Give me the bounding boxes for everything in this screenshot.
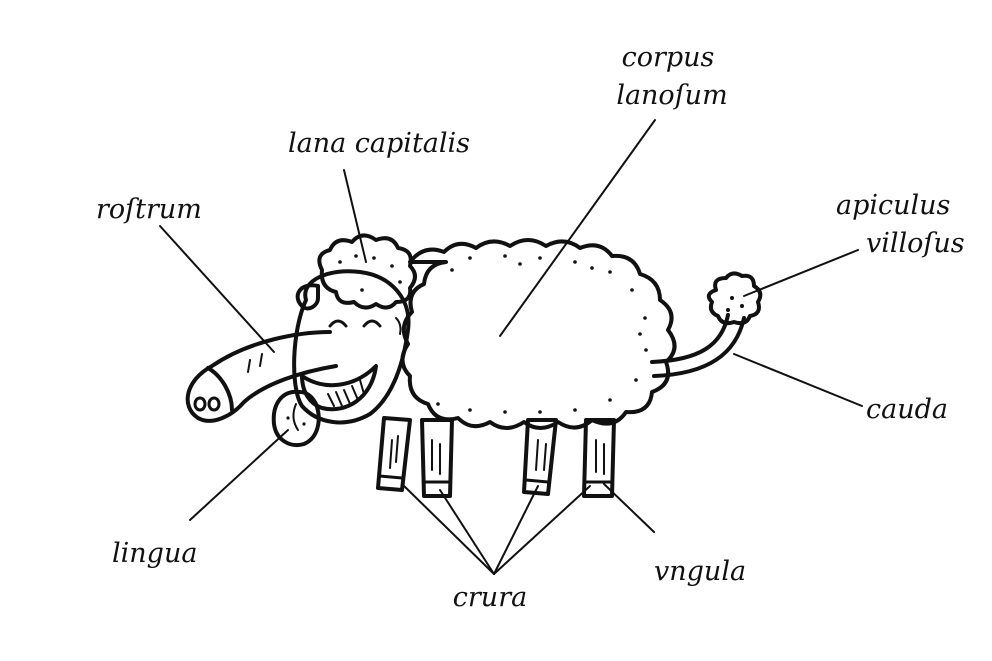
leader-apiculus xyxy=(743,249,859,297)
leader-crura-1 xyxy=(401,483,495,575)
labels: corpus lanoſum lana capitalis roſtrum ap… xyxy=(96,42,965,613)
leader-rostrum xyxy=(159,225,275,353)
leader-crura-3 xyxy=(493,485,539,575)
label-lana-capitalis: lana capitalis xyxy=(288,128,470,159)
leader-corpus xyxy=(499,119,656,337)
leader-crura-2 xyxy=(439,489,495,575)
leader-lingua xyxy=(189,429,289,521)
woolly-body xyxy=(400,238,677,430)
leader-lines xyxy=(159,119,863,575)
label-crura: crura xyxy=(453,582,527,613)
label-apiculus-line1: apiculus xyxy=(836,190,950,221)
leader-lana-capitalis xyxy=(343,169,367,263)
label-corpus-line1: corpus xyxy=(622,42,715,73)
label-apiculus-line2: villoſus xyxy=(866,228,965,259)
leader-cauda xyxy=(733,353,863,407)
label-lingua: lingua xyxy=(112,538,197,569)
leader-crura-4 xyxy=(493,485,591,575)
label-ungula: vngula xyxy=(654,556,746,587)
sheep-illustration xyxy=(185,233,763,498)
legs xyxy=(376,416,616,498)
label-cauda: cauda xyxy=(866,394,948,425)
label-rostrum: roſtrum xyxy=(96,194,202,225)
leader-ungula xyxy=(603,483,655,533)
head xyxy=(292,233,417,425)
label-corpus-line2: lanoſum xyxy=(616,80,727,111)
snout xyxy=(185,330,338,423)
tongue xyxy=(271,389,321,447)
